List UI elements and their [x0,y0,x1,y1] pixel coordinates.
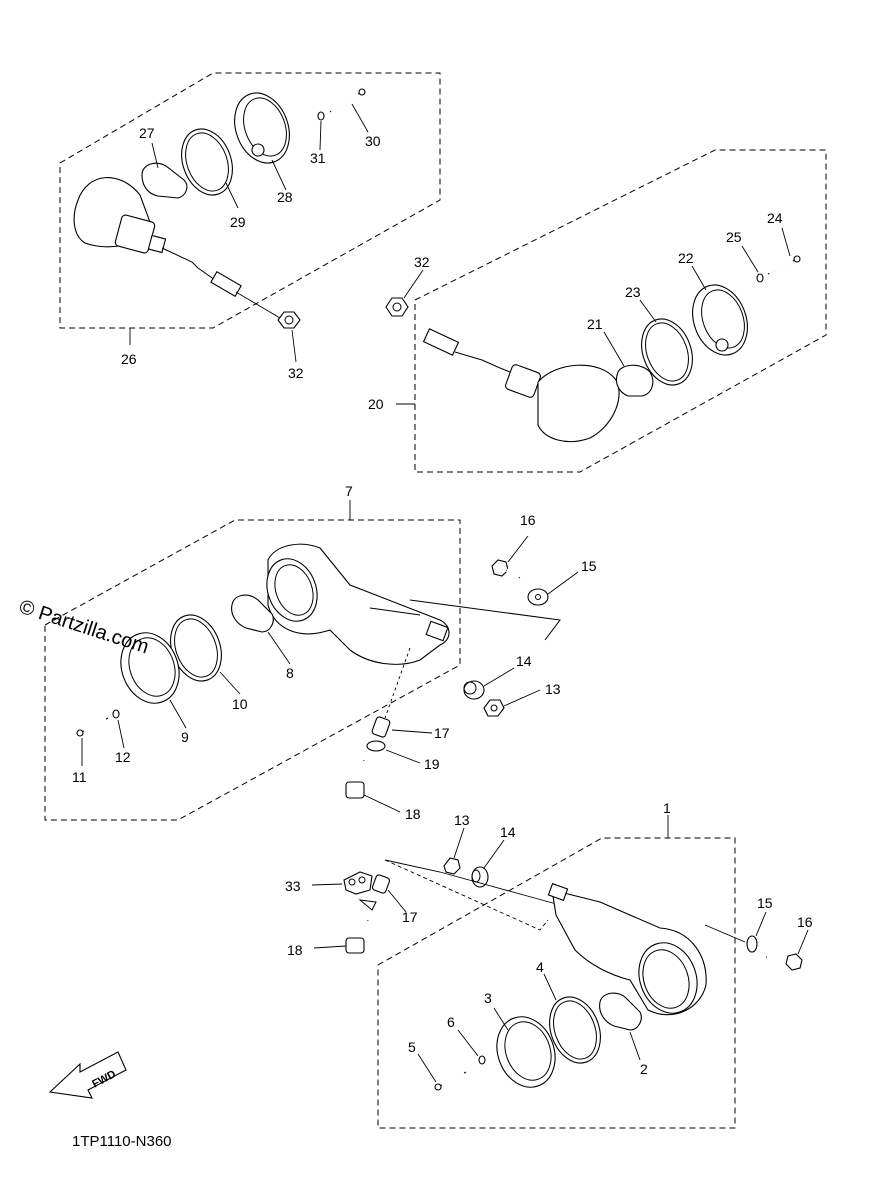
callout-2: 2 [640,1061,648,1077]
callout-29: 29 [230,214,246,230]
callout-12: 12 [115,749,131,765]
callout-17-upper: 17 [434,725,450,741]
callout-22: 22 [678,250,694,266]
nut-32-left [277,311,301,329]
connector-20 [422,328,460,356]
seal-ring-29 [181,128,233,196]
screw-11 [76,717,109,737]
callout-28: 28 [277,189,293,205]
washer-25 [756,273,764,283]
callout-16-lower: 16 [797,914,813,930]
washer-31 [317,111,325,121]
callout-27: 27 [139,125,155,141]
connector-26 [210,271,242,297]
bulb-8 [231,594,274,633]
lens-rim-28 [234,92,290,164]
bolt-18-lower [345,919,370,954]
drawing-code: 1TP1110-N360 [72,1133,172,1150]
group-outline-26 [59,72,441,329]
group-outline-20 [414,149,827,473]
lens-3 [496,1016,556,1088]
callout-18-upper: 18 [405,806,421,822]
callout-16-upper: 16 [520,512,536,528]
assembly-20 [385,149,827,473]
callout-20: 20 [368,396,384,412]
callout-32-right: 32 [414,254,430,270]
screw-30 [329,88,366,113]
callout-13-upper: 13 [545,681,561,697]
socket-20 [505,364,541,398]
seal-ring-4 [549,996,601,1064]
callout-24: 24 [767,210,783,226]
nut-13-upper [483,699,505,717]
assembly-1 [311,815,809,1129]
callout-1: 1 [663,800,671,816]
callout-17-lower: 17 [402,909,418,925]
callout-19: 19 [424,756,440,772]
callout-21: 21 [587,316,603,332]
callout-11: 11 [72,769,87,785]
callout-13-lower: 13 [454,812,470,828]
callout-6: 6 [447,1014,455,1030]
housing-7 [267,543,450,665]
callout-5: 5 [408,1039,416,1055]
screw-24 [767,255,801,275]
bolt-16-lower [765,953,803,971]
bolt-18-upper [345,759,366,799]
group-outline-7 [44,519,461,821]
lens-rim-22 [692,284,748,356]
callout-15-upper: 15 [581,558,597,574]
bolt-16-upper [491,559,521,579]
callout-18-lower: 18 [287,942,303,958]
washer-6 [478,1055,486,1065]
fwd-arrow-icon: FWD [48,1051,127,1099]
callout-7: 7 [345,483,353,499]
watermark: © Partzilla.com [16,596,151,659]
wire-26 [161,247,216,281]
seal-ring-23 [641,318,693,386]
callout-15-lower: 15 [757,895,773,911]
callout-30: 30 [365,133,381,149]
callout-31: 31 [310,150,326,166]
screw-5 [434,1071,467,1091]
bracket-33 [343,871,377,911]
lens-housing-20 [537,364,620,443]
bulb-27 [141,162,188,199]
nut-13-lower [443,857,461,875]
bulb-2 [599,992,642,1031]
callout-8: 8 [286,665,294,681]
assembly-26 [59,72,441,363]
mounting-hardware-upper [345,535,579,813]
washer-15-upper [527,588,549,606]
callout-14-upper: 14 [516,653,532,669]
spacer-17-upper [371,716,391,738]
callout-10: 10 [232,696,248,712]
callout-9: 9 [181,729,189,745]
collar-14-upper [463,680,485,700]
washer-19 [366,740,386,752]
washer-12 [112,709,120,719]
callout-4: 4 [536,959,544,975]
group-outline-1 [377,837,736,1129]
socket-nut-26 [147,234,167,254]
callout-14-lower: 14 [500,824,516,840]
washer-15-lower [746,935,758,953]
callout-26: 26 [121,351,137,367]
wire-20 [454,351,511,373]
callout-23: 23 [625,284,641,300]
spacer-17-lower [371,874,391,894]
assembly-7 [44,500,561,821]
callout-25: 25 [726,229,742,245]
callout-32-left: 32 [288,365,304,381]
callout-3: 3 [484,990,492,1006]
callout-33: 33 [285,878,301,894]
bulb-21 [615,364,654,397]
nut-32-right [385,297,409,317]
collar-14-lower [471,866,489,888]
lens-9 [120,632,180,704]
